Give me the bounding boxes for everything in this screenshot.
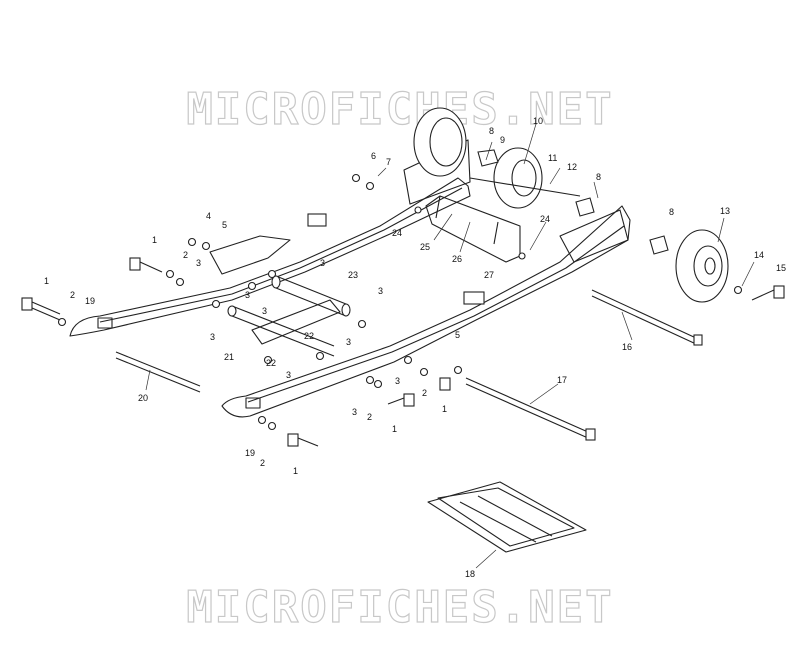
callout-8: 8 (669, 207, 674, 217)
callout-7: 7 (386, 157, 391, 167)
shaft-16 (591, 289, 703, 346)
callout-3: 3 (395, 376, 400, 386)
callout-3: 3 (196, 258, 201, 268)
callout-10: 10 (533, 116, 543, 126)
slide-plate-18 (427, 481, 587, 553)
callout-5: 5 (455, 330, 460, 340)
tube-22 (227, 305, 335, 357)
callout-3: 3 (210, 332, 215, 342)
callout-24: 24 (540, 214, 550, 224)
callout-3: 3 (245, 290, 250, 300)
spacer-8-b (575, 197, 595, 217)
washers (57, 173, 743, 431)
right-rail (221, 205, 631, 418)
callout-20: 20 (138, 393, 148, 403)
callout-24: 24 (392, 228, 402, 238)
callout-2: 2 (70, 290, 75, 300)
left-rail (69, 139, 471, 337)
callout-4: 4 (206, 211, 211, 221)
callout-3: 3 (352, 407, 357, 417)
callout-19: 19 (85, 296, 95, 306)
shaft-17 (465, 377, 596, 441)
callout-3: 3 (378, 286, 383, 296)
callout-2: 2 (422, 388, 427, 398)
callout-26: 26 (452, 254, 462, 264)
watermark-bottom: MICROFICHES.NET (186, 581, 614, 633)
callout-15: 15 (776, 263, 786, 273)
wheel-10 (469, 147, 581, 209)
callout-12: 12 (567, 162, 577, 172)
wheel-13 (675, 229, 729, 303)
callout-25: 25 (420, 242, 430, 252)
callout-2: 2 (183, 250, 188, 260)
callout-14: 14 (754, 250, 764, 260)
callout-22: 22 (304, 331, 314, 341)
spacer-8-a (477, 149, 499, 167)
callout-2: 2 (260, 458, 265, 468)
callout-labels: 1 1 1 1 1 2 2 2 2 2 3 3 3 3 3 3 3 3 3 3 … (44, 116, 786, 579)
bolt-1-left (21, 297, 61, 321)
callout-19: 19 (245, 448, 255, 458)
callout-27: 27 (484, 270, 494, 280)
callout-1: 1 (442, 404, 447, 414)
bolt-1-right (387, 377, 451, 407)
callout-9: 9 (500, 135, 505, 145)
callout-3: 3 (320, 258, 325, 268)
callout-1: 1 (293, 466, 298, 476)
callout-3: 3 (262, 306, 267, 316)
callout-17: 17 (557, 375, 567, 385)
callout-18: 18 (465, 569, 475, 579)
shaft-20 (115, 351, 201, 393)
bolt-15 (751, 285, 785, 301)
watermark-top: MICROFICHES.NET (186, 83, 614, 135)
callout-22: 22 (266, 358, 276, 368)
bolt-1-mid (129, 257, 163, 273)
spacer-8-c (649, 235, 669, 255)
callout-1: 1 (44, 276, 49, 286)
leader-lines (145, 123, 755, 569)
callout-3: 3 (286, 370, 291, 380)
callout-3: 3 (346, 337, 351, 347)
callout-1: 1 (152, 235, 157, 245)
cross-brace (425, 195, 521, 263)
callout-2: 2 (367, 412, 372, 422)
callout-16: 16 (622, 342, 632, 352)
callout-23: 23 (348, 270, 358, 280)
callout-8: 8 (596, 172, 601, 182)
callout-5: 5 (222, 220, 227, 230)
wheel-upper-left (413, 107, 467, 177)
link-21 (251, 299, 341, 345)
callout-8: 8 (489, 126, 494, 136)
callout-13: 13 (720, 206, 730, 216)
tube-23 (271, 275, 351, 317)
callout-11: 11 (548, 153, 557, 163)
callout-6: 6 (371, 151, 376, 161)
callout-21: 21 (224, 352, 234, 362)
callout-1: 1 (392, 424, 397, 434)
bolt-1-low (287, 433, 319, 447)
